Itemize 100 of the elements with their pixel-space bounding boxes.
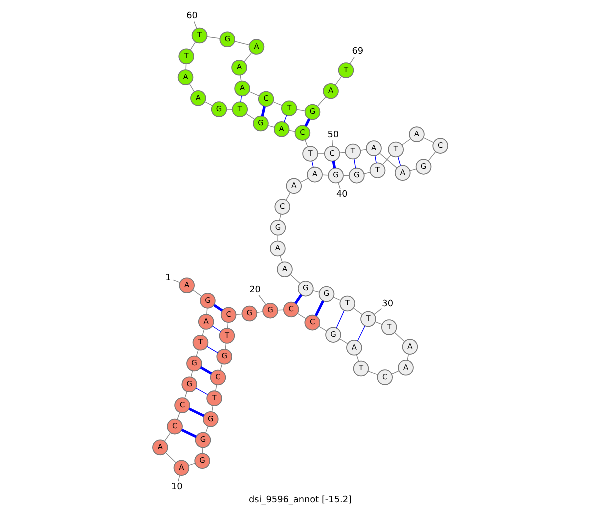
- connector: [188, 463, 196, 466]
- connector: [246, 114, 254, 120]
- connector: [334, 76, 342, 86]
- connector: [363, 172, 370, 174]
- connector: [294, 294, 302, 304]
- node-circle: G: [216, 348, 232, 365]
- node-circle: C: [274, 199, 290, 215]
- node-circle: T: [206, 390, 222, 406]
- node-text: 10: [171, 482, 182, 492]
- connector: [226, 109, 232, 110]
- node-circle: A: [286, 178, 302, 194]
- connector: [268, 125, 274, 128]
- node-circle: G: [219, 32, 236, 48]
- connector: [172, 280, 180, 284]
- node-circle: C: [324, 146, 340, 162]
- connector: [352, 308, 362, 316]
- connector: [226, 322, 228, 329]
- node-circle: G: [298, 280, 314, 297]
- connector: [406, 354, 409, 361]
- connector: [234, 41, 250, 46]
- node-circle: A: [408, 126, 424, 142]
- node-circle: T: [280, 100, 297, 116]
- node-circle: A: [322, 83, 338, 100]
- node-circle: T: [352, 360, 369, 377]
- connector: [176, 412, 180, 420]
- node-circle: C: [282, 302, 299, 318]
- node-circle: G: [202, 412, 218, 428]
- connector: [188, 84, 194, 92]
- node-circle: A: [190, 90, 206, 106]
- connector: [401, 138, 411, 146]
- connector: [215, 384, 217, 392]
- connector: [204, 102, 213, 106]
- node-circle: C: [174, 398, 190, 414]
- node-text: 20: [249, 285, 260, 296]
- node-circle: C: [220, 307, 236, 324]
- connector: [379, 153, 397, 169]
- node-circle: T: [218, 328, 235, 344]
- node-circle: A: [152, 440, 168, 456]
- node-circle: A: [366, 140, 382, 156]
- connector: [409, 168, 416, 172]
- connector: [184, 391, 188, 399]
- node-circle: T: [360, 311, 376, 328]
- node-circle: A: [276, 262, 292, 278]
- node-circle: T: [344, 144, 361, 160]
- node-text: 69: [352, 47, 364, 58]
- connector: [272, 102, 282, 106]
- connector: [304, 140, 308, 148]
- node-circle: G: [186, 356, 202, 372]
- node-circle: A: [273, 122, 290, 138]
- connector: [211, 406, 214, 412]
- node-circle: C: [294, 125, 310, 141]
- connector: [360, 149, 366, 151]
- connector: [260, 106, 266, 117]
- connector: [300, 178, 308, 183]
- connector: [374, 156, 376, 164]
- connector: [213, 304, 223, 312]
- node-text: 1: [165, 273, 171, 284]
- connector: [206, 36, 220, 39]
- node-circle: A: [231, 60, 247, 76]
- connector: [316, 96, 326, 107]
- connector: [196, 350, 198, 357]
- node-circle: T: [388, 142, 404, 158]
- connector: [285, 192, 290, 201]
- connector: [394, 332, 405, 342]
- node-circle: C: [210, 370, 226, 386]
- connector: [422, 137, 434, 144]
- connector: [374, 308, 382, 315]
- node-circle: G: [200, 293, 216, 309]
- node-circle: G: [194, 432, 211, 448]
- node-circle: T: [369, 162, 386, 178]
- connector: [165, 452, 176, 464]
- connector: [202, 448, 203, 454]
- connector: [296, 109, 306, 112]
- node-circle: C: [376, 370, 393, 386]
- node-circle: C: [432, 138, 448, 154]
- node-circle: G: [210, 102, 227, 118]
- connector: [391, 370, 399, 375]
- connector: [206, 308, 208, 315]
- connector: [200, 366, 212, 375]
- node-circle: C: [166, 418, 182, 435]
- node-circle: A: [306, 166, 322, 183]
- connector: [202, 328, 204, 336]
- node-circle: G: [348, 168, 364, 184]
- node-circle: T: [232, 102, 248, 118]
- connector: [192, 290, 202, 297]
- node-circle: G: [318, 286, 334, 302]
- node-text: 60: [186, 12, 198, 22]
- connector: [280, 256, 282, 263]
- node-circle: A: [173, 460, 190, 476]
- node-circle: T: [338, 62, 354, 78]
- node-text: 50: [327, 130, 339, 140]
- connector: [193, 21, 197, 30]
- node-circle: A: [178, 278, 194, 294]
- connector: [367, 370, 378, 376]
- node-circle: G: [325, 327, 341, 343]
- connector: [349, 56, 354, 64]
- node-circle: A: [398, 360, 414, 376]
- node-circle: T: [191, 28, 208, 44]
- connector: [297, 313, 306, 320]
- node-circle: T: [339, 296, 356, 312]
